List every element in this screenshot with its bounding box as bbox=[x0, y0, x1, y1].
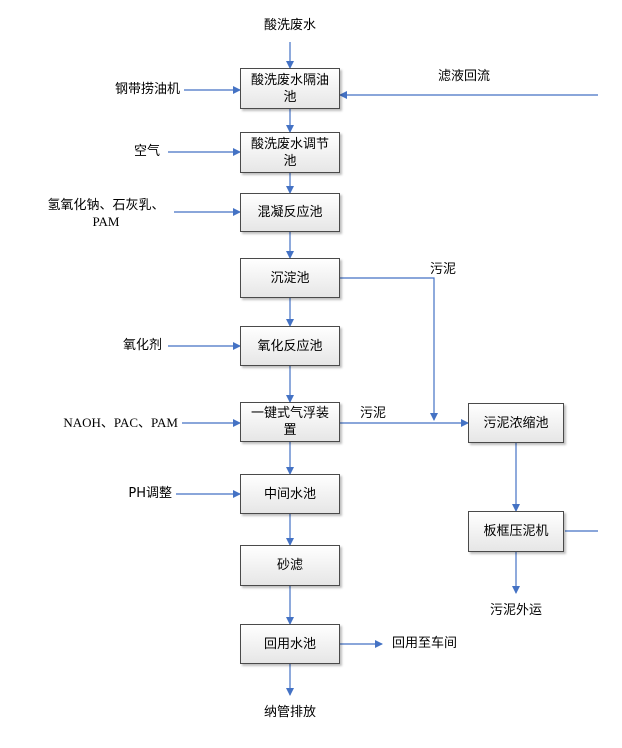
reuse-workshop-label: 回用至车间 bbox=[392, 636, 458, 651]
reuse-tank[interactable]: 回用水池 bbox=[240, 624, 340, 664]
sludge-label-settling: 污泥 bbox=[430, 262, 457, 277]
main-input-label: 酸洗废水 bbox=[263, 18, 316, 33]
air-label: 空气 bbox=[133, 144, 160, 159]
intermediate-tank[interactable]: 中间水池 bbox=[240, 474, 340, 514]
ph-adjust-label: PH调整 bbox=[128, 486, 172, 501]
discharge-label: 纳管排放 bbox=[263, 705, 316, 720]
skimmer-label: 钢带捞油机 bbox=[114, 82, 180, 97]
sand-filter[interactable]: 砂滤 bbox=[240, 545, 340, 586]
coagulation-tank[interactable]: 混凝反应池 bbox=[240, 193, 340, 232]
sludge-thickener[interactable]: 污泥浓缩池 bbox=[468, 403, 564, 443]
settling-tank[interactable]: 沉淀池 bbox=[240, 258, 340, 298]
arrow-settle-sludge bbox=[340, 277, 438, 421]
oxidant-label: 氧化剂 bbox=[122, 338, 162, 353]
float-chemicals-label: NAOH、PAC、PAM bbox=[63, 415, 178, 430]
chemicals-label-line2: PAM bbox=[92, 214, 120, 229]
oxidation-tank[interactable]: 氧化反应池 bbox=[240, 326, 340, 366]
sludge-out-label: 污泥外运 bbox=[489, 603, 542, 618]
filter-press[interactable]: 板框压泥机 bbox=[468, 511, 564, 552]
sludge-label-flotation: 污泥 bbox=[360, 406, 387, 421]
chemicals-label-line1: 氢氧化钠、石灰乳、 bbox=[47, 198, 165, 213]
air-flotation-device[interactable]: 一键式气浮装置 bbox=[240, 402, 340, 442]
filtrate-return-label: 滤液回流 bbox=[438, 69, 491, 84]
oil-separation-tank[interactable]: 酸洗废水隔油池 bbox=[240, 68, 340, 109]
adjustment-tank[interactable]: 酸洗废水调节池 bbox=[240, 132, 340, 173]
